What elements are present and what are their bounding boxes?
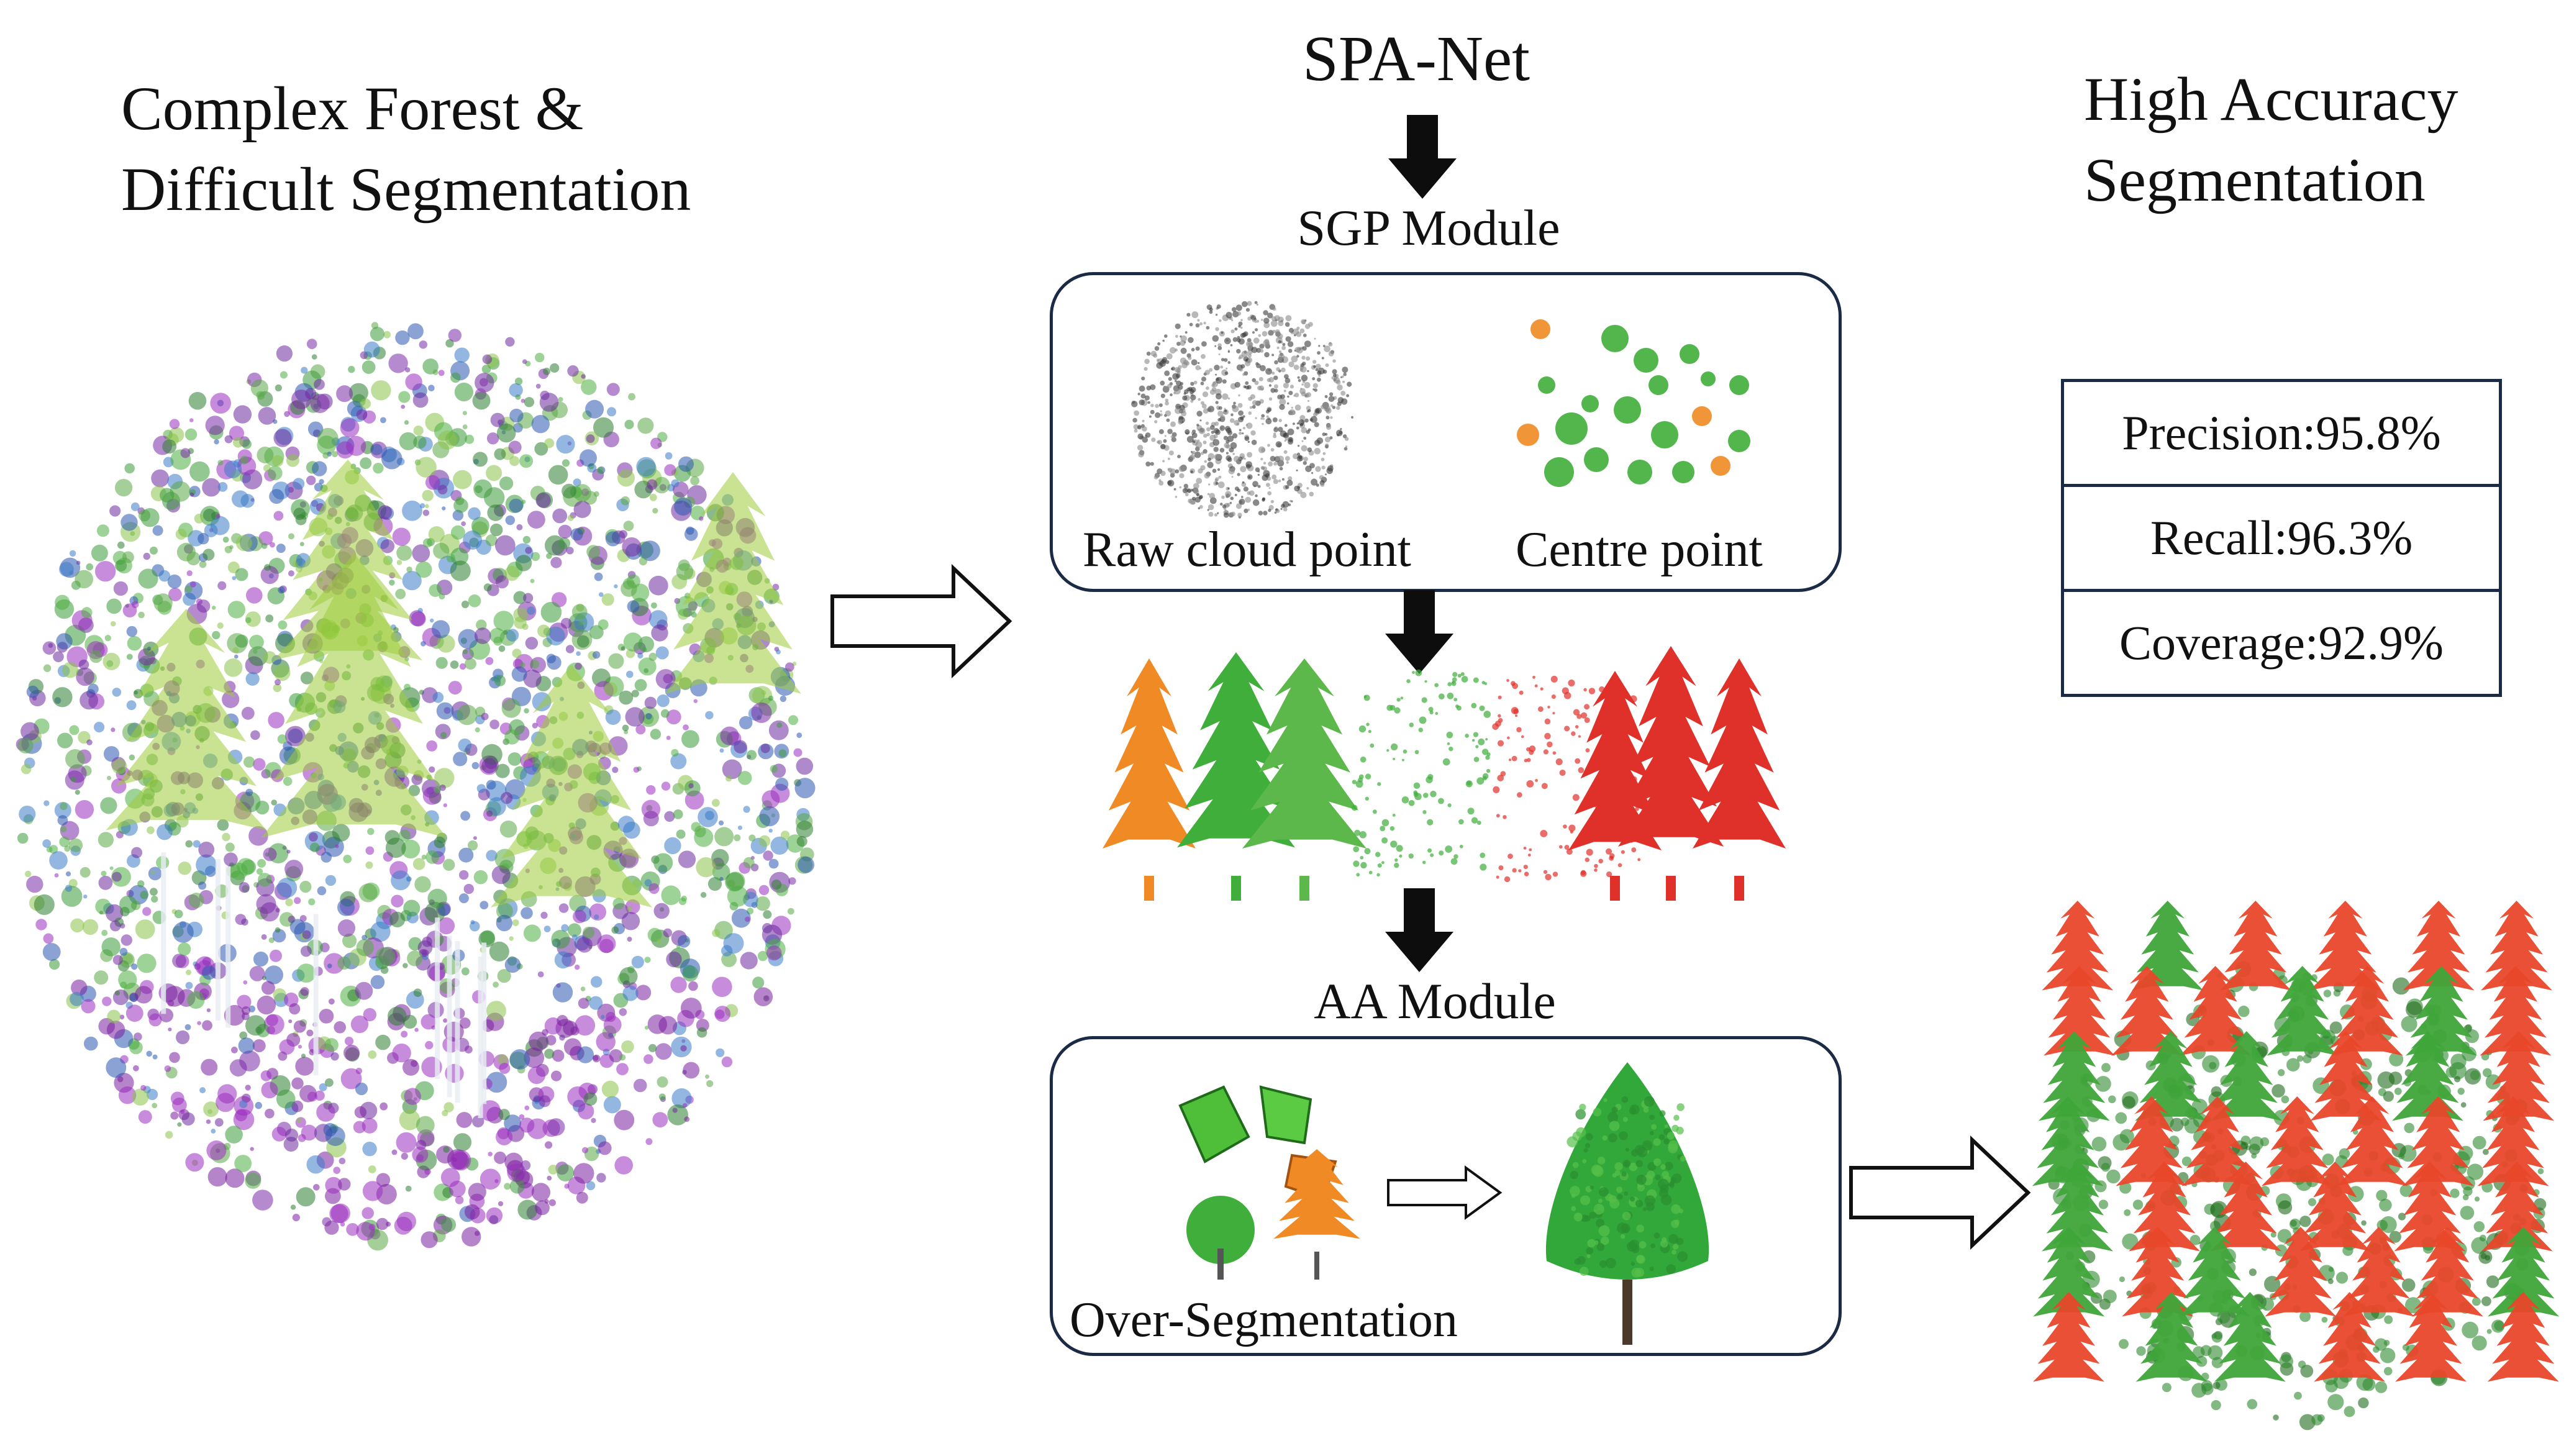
down-arrow-icon	[1385, 888, 1453, 972]
over-segmentation-fragments-image	[1178, 1085, 1360, 1280]
sgp-module-panel	[1050, 272, 1842, 592]
down-arrow-icon	[1385, 590, 1453, 674]
centre-points-image	[1517, 319, 1750, 487]
forest-point-cloud-image	[16, 322, 816, 1251]
left-heading-line2: Difficult Segmentation	[121, 155, 691, 224]
right-heading-line2: Segmentation	[2084, 145, 2426, 214]
hollow-arrow-right-icon	[1849, 1135, 2031, 1250]
segmented-forest-result-image	[2032, 901, 2560, 1431]
aa-module-label: AA Module	[1314, 973, 1556, 1029]
raw-cloud-point-caption: Raw cloud point	[1083, 522, 1411, 577]
metric-recall: Recall:96.3%	[2064, 487, 2499, 592]
segmented-trees-image	[1103, 646, 1786, 901]
down-arrow-icon	[1388, 115, 1457, 199]
right-heading-line1: High Accuracy	[2084, 65, 2458, 134]
metric-precision: Precision:95.8%	[2064, 382, 2499, 487]
over-segmentation-caption: Over-Segmentation	[1070, 1293, 1458, 1347]
left-heading-line1: Complex Forest &	[121, 74, 584, 143]
centre-point-caption: Centre point	[1516, 522, 1763, 577]
left-heading: Complex Forest & Difficult Segmentation	[121, 68, 691, 230]
sgp-module-label: SGP Module	[1297, 199, 1560, 256]
metrics-table: Precision:95.8% Recall:96.3% Coverage:92…	[2061, 379, 2502, 697]
metric-coverage: Coverage:92.9%	[2119, 616, 2444, 670]
center-title: SPA-Net	[1302, 23, 1530, 94]
right-heading: High Accuracy Segmentation	[2084, 59, 2458, 221]
merged-tree-image	[1545, 1062, 1709, 1345]
raw-cloud-point-image	[1131, 301, 1354, 519]
hollow-arrow-right-icon	[830, 564, 1012, 678]
hollow-arrow-right-icon	[1387, 1165, 1503, 1220]
